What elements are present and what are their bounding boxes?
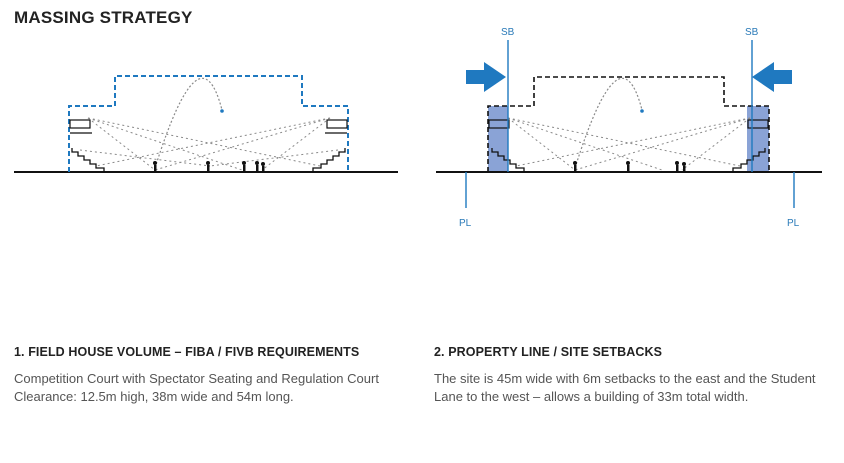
left-seating-stairs: [491, 148, 525, 172]
right-seating-stairs: [732, 148, 766, 172]
panel-2-heading: 2. PROPERTY LINE / SITE SETBACKS: [434, 345, 663, 359]
east-setback-zone: [747, 106, 769, 172]
right-balcony: [747, 119, 769, 129]
east-setback-label: SB: [745, 27, 759, 38]
setback-section-diagram: SB SB PL PL: [436, 27, 822, 229]
building-volume-outline: [487, 76, 770, 172]
field-house-section-diagram: [14, 75, 398, 173]
west-property-line-label: PL: [459, 218, 472, 229]
left-balcony: [69, 119, 92, 134]
right-balcony: [325, 119, 348, 134]
ball-trajectory: [574, 77, 643, 169]
panel-2-description: The site is 45m wide with 6m setbacks to…: [434, 371, 816, 404]
building-volume-outline: [68, 75, 349, 172]
left-balcony: [488, 119, 510, 129]
west-arrow-icon: [466, 62, 506, 92]
players: [573, 161, 686, 171]
sightlines: [79, 117, 339, 171]
players: [153, 161, 265, 171]
sightlines: [507, 117, 751, 171]
east-property-line-label: PL: [787, 218, 800, 229]
ball-trajectory: [154, 77, 223, 169]
left-seating-stairs: [71, 148, 105, 172]
ball: [640, 109, 644, 113]
ball: [220, 109, 224, 113]
panel-1-description: Competition Court with Spectator Seating…: [14, 371, 379, 404]
panel-1-heading: 1. FIELD HOUSE VOLUME – FIBA / FIVB REQU…: [14, 345, 360, 359]
west-setback-zone: [488, 106, 508, 172]
right-seating-stairs: [312, 148, 346, 172]
page-title: MASSING STRATEGY: [14, 8, 193, 27]
east-arrow-icon: [752, 62, 792, 92]
west-setback-label: SB: [501, 27, 515, 38]
